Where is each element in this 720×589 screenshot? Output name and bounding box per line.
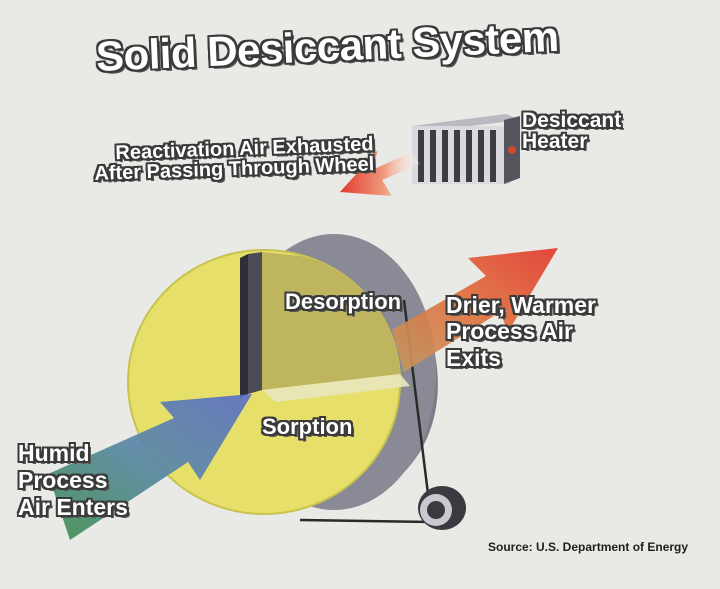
process-air-enter-line3: Air Enters (18, 494, 128, 521)
process-air-enter-line1: Humid (18, 440, 90, 466)
exit-arrow-icon (392, 248, 558, 372)
wheel-icon (127, 234, 438, 515)
inlet-arrow-icon (48, 394, 252, 540)
heater-label-line2: Heater (522, 130, 588, 153)
heater-label-line1: Desiccant (522, 109, 622, 132)
exhaust-arrow-icon (340, 150, 420, 196)
process-air-exit-line1: Drier, Warmer (446, 292, 596, 318)
desorption-label: Desorption (285, 289, 402, 314)
process-air-exit-label: Drier, Warmer Process Air Exits (446, 292, 596, 371)
sorption-label: Sorption (262, 414, 353, 439)
process-air-enter-label: Humid Process Air Enters (18, 440, 128, 521)
process-air-exit-line2: Process Air (446, 318, 573, 345)
heater-label: Desiccant Heater (522, 110, 621, 152)
process-air-enter-line2: Process (18, 467, 108, 494)
heater-icon (412, 114, 520, 184)
process-air-exit-line3: Exits (446, 344, 501, 371)
source-credit: Source: U.S. Department of Energy (488, 540, 689, 554)
